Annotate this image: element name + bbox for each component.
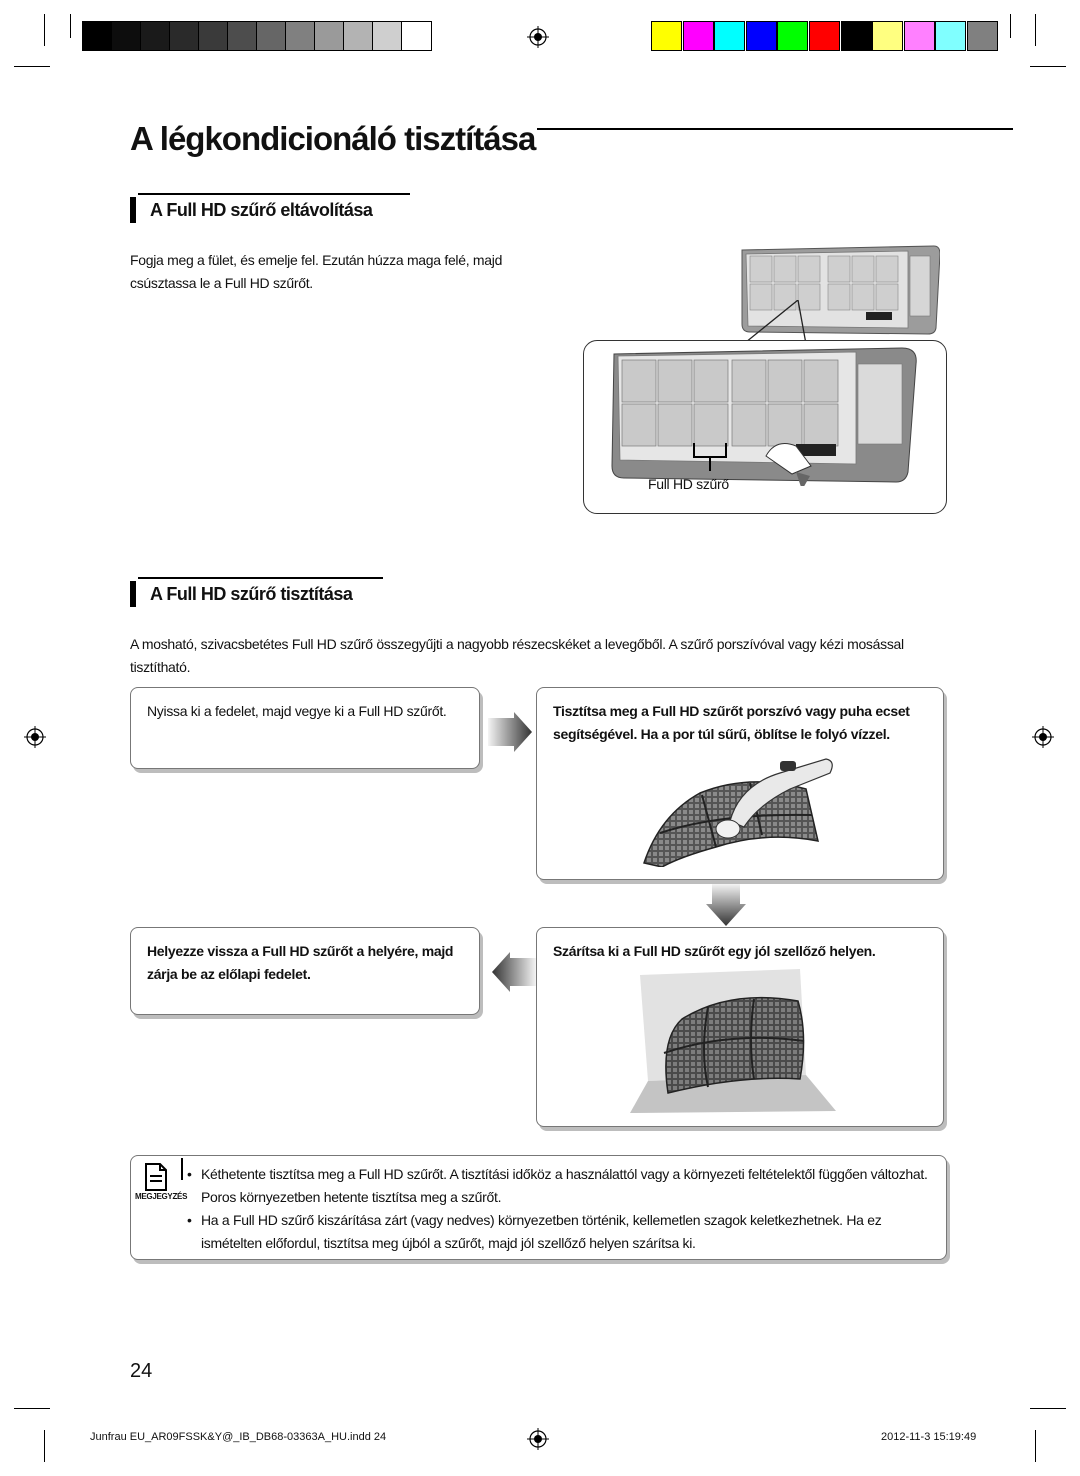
note-label: MEGJEGYZÉS xyxy=(135,1192,188,1201)
step-1-box: Nyissa ki a fedelet, majd vegye ki a Ful… xyxy=(130,687,480,769)
full-hd-filter-label: Full HD szűrő xyxy=(648,476,729,492)
step-4-box: Helyezze vissza a Full HD szűrőt a helyé… xyxy=(130,927,480,1015)
section-heading-text: A Full HD szűrő eltávolítása xyxy=(150,200,373,220)
section-heading-text: A Full HD szűrő tisztítása xyxy=(150,584,353,604)
filter-drying-illustration xyxy=(630,969,836,1113)
footer-timestamp: 2012-11-3 15:19:49 xyxy=(881,1431,977,1443)
gray-swatch xyxy=(401,21,432,51)
page-title: A légkondicionáló tisztítása xyxy=(130,120,536,157)
color-swatch xyxy=(777,21,809,51)
color-swatch xyxy=(682,21,714,51)
section-heading-removal: A Full HD szűrő eltávolítása xyxy=(130,193,410,227)
registration-mark-icon xyxy=(24,726,46,748)
footer-filename: Junfrau EU_AR09FSSK&Y@_IB_DB68-03363A_HU… xyxy=(90,1431,387,1443)
gray-swatch xyxy=(227,21,258,51)
gray-swatch xyxy=(314,21,345,51)
registration-mark-icon xyxy=(1032,726,1054,748)
page-number: 24 xyxy=(130,1360,153,1382)
note-divider xyxy=(181,1158,183,1180)
registration-mark-icon xyxy=(527,26,549,48)
arrow-right-icon xyxy=(488,712,532,752)
color-swatch xyxy=(840,21,872,51)
gray-swatch xyxy=(343,21,374,51)
registration-mark-icon xyxy=(527,1428,549,1450)
crop-mark xyxy=(14,66,50,67)
gray-swatch xyxy=(111,21,142,51)
ac-unit-zoom-illustration xyxy=(611,347,917,486)
title-rule xyxy=(537,128,1013,130)
crop-mark xyxy=(44,14,45,46)
crop-mark xyxy=(44,1430,45,1462)
filter-bracket-marker xyxy=(693,443,727,471)
arrow-left-icon xyxy=(492,952,536,992)
note-box: MEGJEGYZÉS •Kéthetente tisztítsa meg a F… xyxy=(130,1155,947,1260)
crop-mark xyxy=(1030,66,1066,67)
removal-instructions: Fogja meg a fület, és emelje fel. Ezután… xyxy=(130,252,503,291)
color-swatch xyxy=(745,21,777,51)
step-1-text: Nyissa ki a fedelet, majd vegye ki a Ful… xyxy=(147,703,447,719)
filter-brushing-illustration xyxy=(643,758,833,867)
gray-swatch xyxy=(140,21,171,51)
gray-swatch xyxy=(198,21,229,51)
gray-swatch xyxy=(82,21,113,51)
gray-swatch xyxy=(169,21,200,51)
crop-mark xyxy=(70,14,71,38)
crop-mark xyxy=(1010,14,1011,38)
color-swatch xyxy=(935,21,967,51)
arrow-down-icon xyxy=(706,884,746,926)
note-icon xyxy=(145,1163,167,1191)
note-item: •Ha a Full HD szűrő kiszárítása zárt (va… xyxy=(187,1212,882,1251)
section-heading-cleaning: A Full HD szűrő tisztítása xyxy=(130,577,390,611)
color-swatch xyxy=(903,21,935,51)
crop-mark xyxy=(14,1408,50,1409)
crop-mark xyxy=(1035,1430,1036,1462)
gray-swatch xyxy=(256,21,287,51)
note-item: •Kéthetente tisztítsa meg a Full HD szűr… xyxy=(187,1166,928,1205)
step-4-text: Helyezze vissza a Full HD szűrőt a helyé… xyxy=(147,943,454,982)
color-swatch xyxy=(714,21,746,51)
crop-mark xyxy=(1035,14,1036,46)
gray-swatch xyxy=(372,21,403,51)
gray-swatch xyxy=(285,21,316,51)
step-2-text: Tisztítsa meg a Full HD szűrőt porszívó … xyxy=(553,703,910,742)
cleaning-intro: A mosható, szivacsbetétes Full HD szűrő … xyxy=(130,636,904,675)
crop-mark xyxy=(1030,1408,1066,1409)
color-swatch xyxy=(809,21,840,51)
color-swatch xyxy=(872,21,904,51)
color-swatch xyxy=(651,21,682,51)
step-3-text: Szárítsa ki a Full HD szűrőt egy jól sze… xyxy=(553,943,876,959)
color-swatch xyxy=(967,21,998,51)
